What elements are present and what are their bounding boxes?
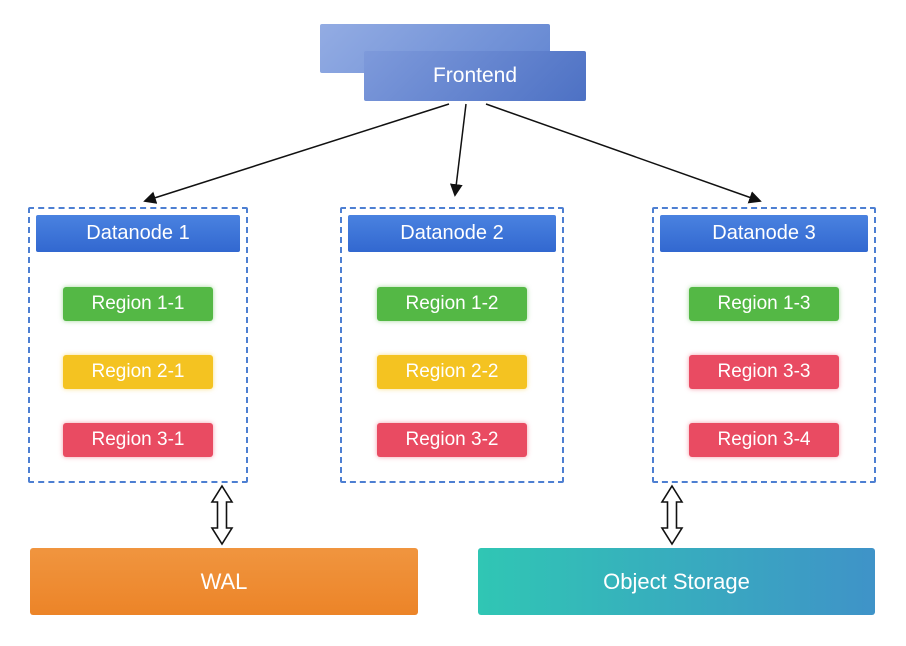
region-label: Region 3-2 bbox=[405, 429, 499, 450]
region-label: Region 3-1 bbox=[91, 429, 185, 450]
datanode-1-wal-double-arrow bbox=[210, 484, 234, 546]
datanode-2-container: Datanode 2 Region 1-2 Region 2-2 Region … bbox=[340, 207, 564, 483]
datanode-2-label: Datanode 2 bbox=[400, 222, 504, 244]
wal-label: WAL bbox=[200, 568, 248, 594]
region-node: Region 2-1 bbox=[63, 355, 213, 389]
region-node: Region 1-3 bbox=[689, 287, 839, 321]
region-label: Region 3-4 bbox=[717, 429, 811, 450]
wal-node: WAL bbox=[30, 548, 418, 615]
region-node: Region 3-1 bbox=[63, 423, 213, 457]
region-node: Region 3-2 bbox=[377, 423, 527, 457]
region-label: Region 1-3 bbox=[717, 293, 811, 314]
region-node: Region 1-1 bbox=[63, 287, 213, 321]
datanode-3-header: Datanode 3 bbox=[660, 215, 868, 252]
object-storage-label: Object Storage bbox=[603, 568, 750, 594]
frontend-to-datanode-2-arrow bbox=[449, 103, 467, 197]
region-label: Region 3-3 bbox=[717, 361, 811, 382]
region-label: Region 2-1 bbox=[91, 361, 185, 382]
datanode-3-label: Datanode 3 bbox=[712, 222, 816, 244]
region-label: Region 1-2 bbox=[405, 293, 499, 314]
region-node: Region 3-4 bbox=[689, 423, 839, 457]
region-label: Region 1-1 bbox=[91, 293, 185, 314]
frontend-label: Frontend bbox=[432, 64, 518, 87]
datanode-3-object-storage-double-arrow bbox=[660, 484, 684, 546]
region-label: Region 2-2 bbox=[405, 361, 499, 382]
datanode-1-label: Datanode 1 bbox=[86, 222, 190, 244]
region-node: Region 1-2 bbox=[377, 287, 527, 321]
datanode-1-header: Datanode 1 bbox=[36, 215, 240, 252]
frontend-to-datanode-3-arrow bbox=[485, 103, 762, 204]
datanode-3-container: Datanode 3 Region 1-3 Region 3-3 Region … bbox=[652, 207, 876, 483]
object-storage-node: Object Storage bbox=[478, 548, 875, 615]
region-node: Region 3-3 bbox=[689, 355, 839, 389]
frontend-node: Frontend bbox=[364, 51, 586, 101]
datanode-2-header: Datanode 2 bbox=[348, 215, 556, 252]
datanode-1-container: Datanode 1 Region 1-1 Region 2-1 Region … bbox=[28, 207, 248, 483]
frontend-to-datanode-1-arrow bbox=[143, 103, 450, 204]
region-node: Region 2-2 bbox=[377, 355, 527, 389]
